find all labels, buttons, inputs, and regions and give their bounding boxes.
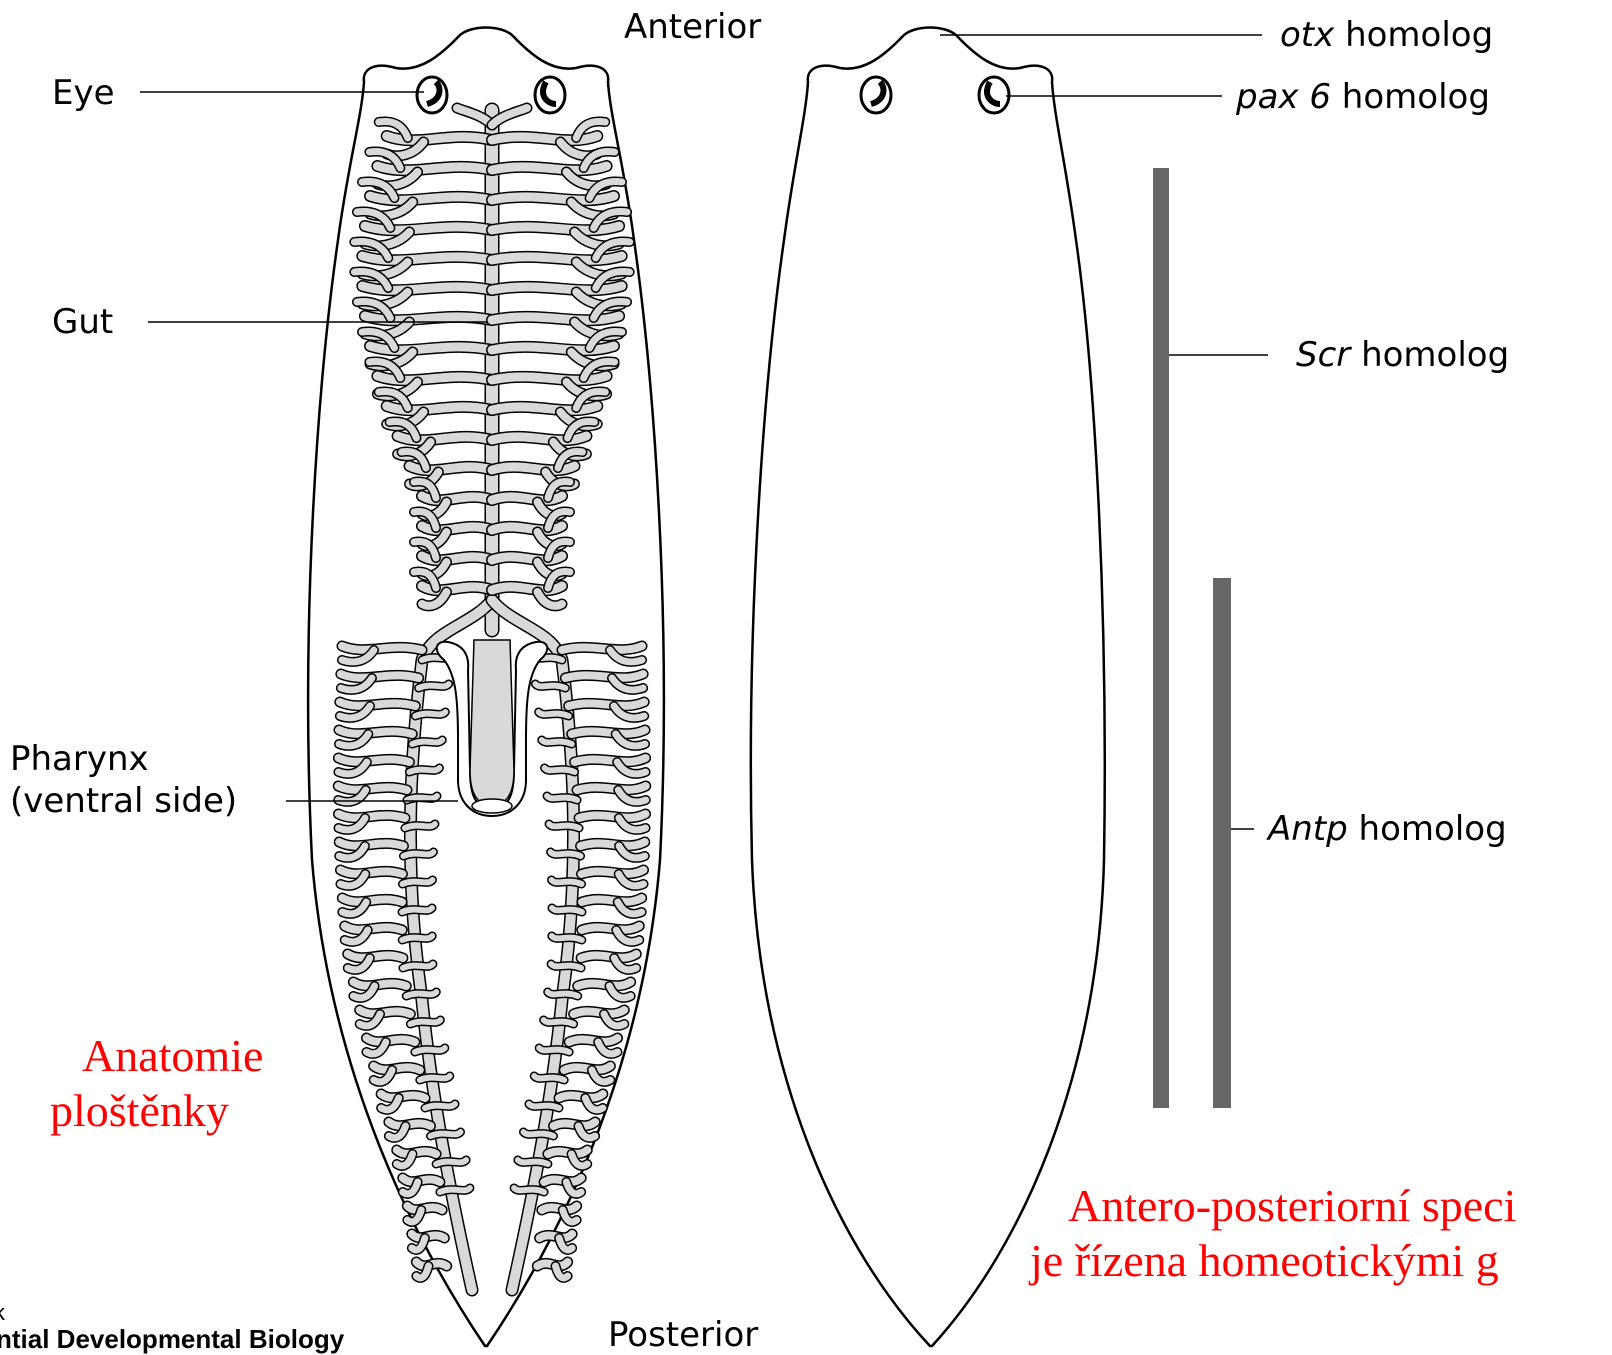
gut-branch (403, 964, 433, 968)
gut-branch (562, 646, 642, 650)
gut-branch (565, 674, 643, 678)
gut-branch (406, 992, 436, 996)
anatomy-caption-line2: ploštěnky (50, 1085, 229, 1138)
gut-branch (547, 796, 577, 800)
gut-branch (338, 814, 404, 818)
gut-branch (407, 796, 437, 800)
right-eye-1 (861, 77, 891, 113)
gut-branch (353, 982, 406, 986)
gut-branch (544, 1020, 574, 1024)
gut-branch (582, 898, 642, 902)
gut-branch (548, 992, 578, 996)
gut-branch (362, 256, 492, 260)
gut-branch (410, 1020, 440, 1024)
gut-branch (577, 786, 646, 790)
pharynx-label: Pharynx (10, 742, 149, 776)
gut-branch (340, 870, 402, 874)
gut-branch (545, 768, 575, 772)
pax6-homolog-label: pax 6 homolog (1236, 80, 1490, 114)
gut-label: Gut (52, 305, 113, 339)
gut-branch (572, 730, 645, 734)
gut-branch (440, 1188, 470, 1192)
gut-branch (552, 908, 582, 912)
anterior-label: Anterior (624, 10, 761, 44)
gut-branch (581, 842, 645, 846)
gut-branch (514, 1188, 544, 1192)
gut-branch (569, 702, 644, 706)
scr-expression-bar (1153, 168, 1169, 1108)
gut-branch (339, 842, 403, 846)
pharynx-sublabel: (ventral side) (10, 784, 237, 818)
gut-branch (542, 740, 572, 744)
gut-branch (415, 1048, 445, 1052)
gut-branch (340, 702, 415, 706)
right-body-outline (751, 28, 1105, 1347)
credit-line1: k (0, 1300, 5, 1326)
gut-branch (539, 1048, 569, 1052)
gut-branch (581, 954, 636, 958)
gut-branch (402, 936, 432, 940)
gut-branch (402, 908, 432, 912)
credit-line2: ntial Developmental Biology (0, 1324, 344, 1355)
gut-branch (551, 852, 581, 856)
gut-branch (338, 786, 407, 790)
gut-branch (415, 712, 445, 716)
gut-branch (412, 740, 442, 744)
gut-branch (419, 684, 449, 688)
pharynx-lumen (470, 640, 514, 805)
gut-branch (409, 768, 439, 772)
antp-homolog-label: Antp homolog (1268, 812, 1507, 846)
gut-branch (436, 1160, 466, 1164)
gut-branch (551, 964, 581, 968)
gut-branch (582, 926, 639, 930)
gut-branch (579, 814, 645, 818)
pharynx-mouth (472, 799, 512, 813)
gut-branch (492, 256, 622, 260)
gut-branch (575, 758, 646, 762)
gut-branch (402, 880, 432, 884)
gut-branch (360, 1010, 411, 1014)
eye-label: Eye (52, 76, 115, 110)
gut-branch (574, 1010, 625, 1014)
gut-branch (518, 1160, 548, 1164)
gut-branch (362, 286, 492, 290)
gut-branch (582, 870, 644, 874)
gut-branch (552, 880, 582, 884)
gut-branch (405, 824, 435, 828)
ap-caption-line1: Antero-posteriorní speci (1068, 1180, 1516, 1233)
gut-branch (338, 758, 409, 762)
gut-branch (430, 1132, 460, 1136)
posterior-label: Posterior (608, 1318, 758, 1352)
gut-branch (348, 954, 403, 958)
antp-expression-bar (1213, 578, 1231, 1108)
gut-branch (341, 674, 419, 678)
scr-homolog-label: Scr homolog (1296, 338, 1509, 372)
gut-branch (539, 712, 569, 716)
right-eye-2 (979, 77, 1009, 113)
gut-branch (535, 684, 565, 688)
gut-branch (339, 730, 412, 734)
gut-branch (342, 646, 422, 650)
gut-branch (529, 1104, 559, 1108)
left-eye-2 (535, 77, 565, 113)
gut-branch (403, 852, 433, 856)
gut-branch (425, 1104, 455, 1108)
otx-homolog-label: otx homolog (1280, 18, 1493, 52)
gut-branch (492, 286, 622, 290)
gut-branch (524, 1132, 554, 1136)
anatomy-caption-line1: Anatomie (82, 1030, 263, 1083)
left-eye-1 (417, 77, 447, 113)
gut-branch (345, 926, 402, 930)
gut-branch (342, 898, 402, 902)
gut-branch (578, 982, 631, 986)
gut-branch (552, 936, 582, 940)
gut-branch (534, 1076, 564, 1080)
gut-branch (549, 824, 579, 828)
gut-branch (420, 1076, 450, 1080)
ap-caption-line2: je řízena homeotickými g (1030, 1235, 1499, 1288)
